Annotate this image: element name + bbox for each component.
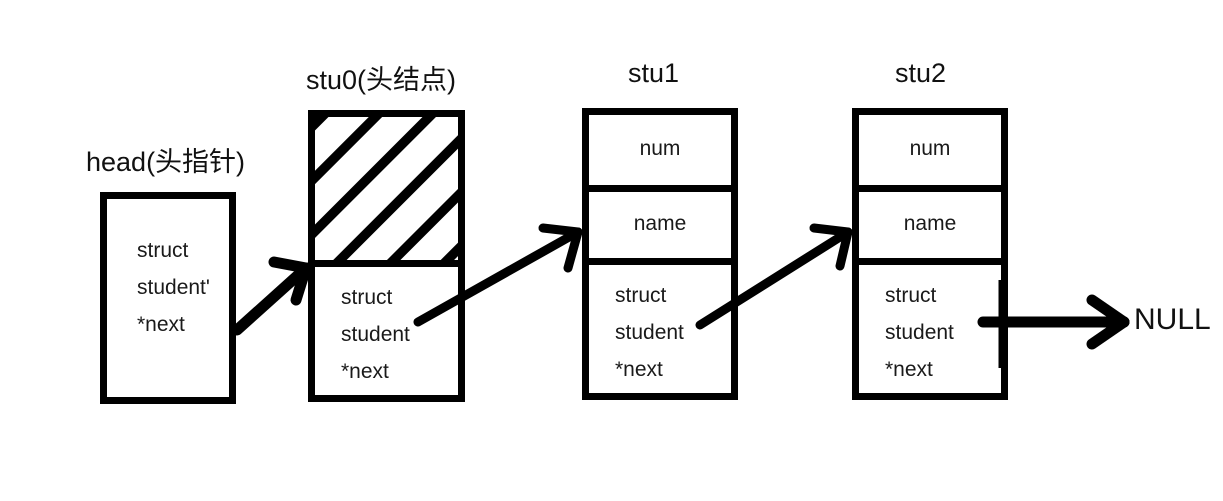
- stu1-num-cell: num: [589, 115, 731, 185]
- stu2-node-title: stu2: [895, 58, 947, 88]
- stu1-struct-text: struct student *next: [615, 277, 684, 388]
- head-struct-text: struct student' *next: [137, 232, 210, 343]
- stu1-divider-1: [589, 185, 731, 192]
- stu2-name-label: name: [903, 212, 957, 235]
- stu2-num-cell: num: [859, 115, 1001, 185]
- stu2-next-pointer-cell: struct student *next: [859, 265, 1001, 393]
- stu2-struct-text: struct student *next: [885, 277, 954, 388]
- stu2-num-label: num: [909, 137, 951, 160]
- stu0-node-box: struct student *next: [308, 110, 465, 402]
- stu2-struct-line-3: *next: [885, 358, 933, 381]
- stu1-node-box: num name struct student *next: [582, 108, 738, 400]
- head-pointer-box: struct student' *next: [100, 192, 236, 404]
- stu1-next-pointer-cell: struct student *next: [589, 265, 731, 393]
- stu0-hatched-region: [315, 117, 458, 260]
- stu1-num-label: num: [639, 137, 681, 160]
- stu1-node-title: stu1: [628, 58, 680, 88]
- hatch-pattern-icon: [315, 117, 458, 260]
- stu0-cell-divider: [315, 260, 458, 267]
- head-struct-line-1: struct: [137, 239, 189, 262]
- stu2-struct-line-2: student: [885, 321, 954, 344]
- stu1-struct-line-2: student: [615, 321, 684, 344]
- stu1-struct-line-3: *next: [615, 358, 663, 381]
- stu1-name-label: name: [633, 212, 687, 235]
- head-struct-line-2: student': [137, 276, 210, 299]
- stu0-struct-line-2: student: [341, 323, 410, 346]
- stu1-struct-line-1: struct: [615, 284, 667, 307]
- head-node-title: head(头指针): [86, 147, 246, 177]
- stu0-next-pointer-cell: struct student *next: [315, 267, 458, 395]
- stu0-struct-line-3: *next: [341, 360, 389, 383]
- stu0-struct-line-1: struct: [341, 286, 393, 309]
- stu2-name-cell: name: [859, 192, 1001, 258]
- head-struct-line-3: *next: [137, 313, 185, 336]
- stu1-divider-2: [589, 258, 731, 265]
- stu1-name-cell: name: [589, 192, 731, 258]
- stu0-struct-text: struct student *next: [341, 279, 410, 390]
- null-terminator-label: NULL: [1134, 303, 1211, 336]
- stu2-divider-2: [859, 258, 1001, 265]
- stu2-struct-line-1: struct: [885, 284, 937, 307]
- arrow-head-to-stu0: [231, 256, 312, 336]
- stu0-node-title: stu0(头结点): [306, 65, 457, 95]
- stu2-divider-1: [859, 185, 1001, 192]
- stu2-node-box: num name struct student *next: [852, 108, 1008, 400]
